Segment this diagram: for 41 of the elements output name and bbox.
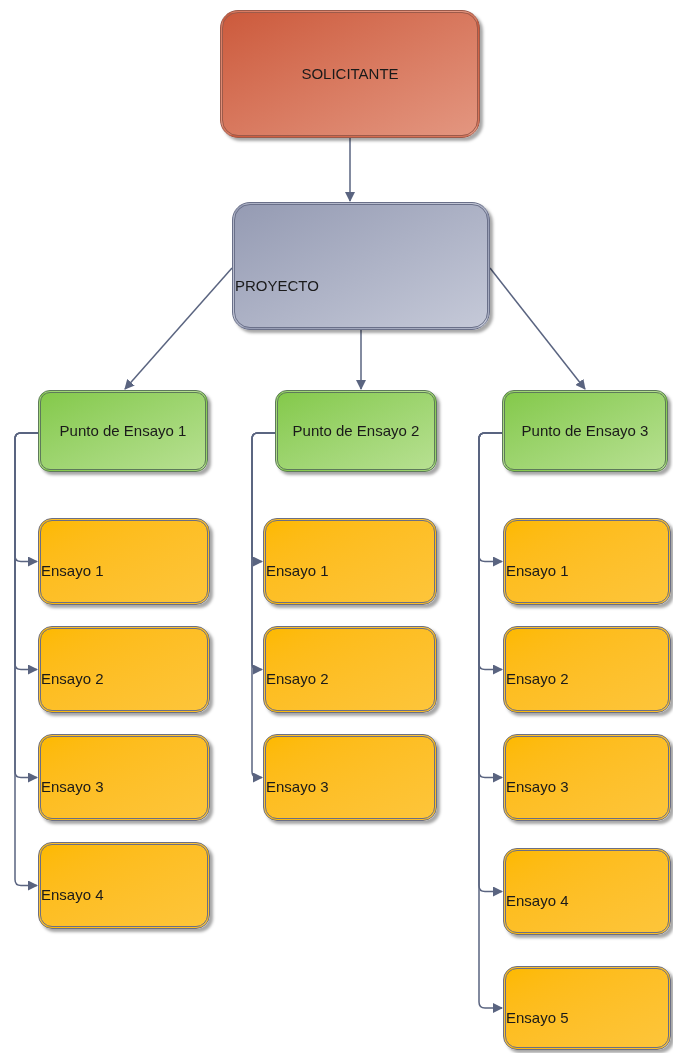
process-box [275,390,437,472]
process-box [263,518,437,605]
process-box [502,390,668,472]
process-box [38,390,208,472]
box-label: Ensayo 2 [41,670,104,689]
process-box [503,966,671,1050]
box-label: Ensayo 2 [266,670,329,689]
box-label: Ensayo 3 [266,778,329,797]
process-box [232,202,490,330]
box-label: Ensayo 4 [41,886,104,905]
box-label: Ensayo 1 [41,562,104,581]
box-label: PROYECTO [235,276,319,296]
process-box [38,626,210,713]
box-label: SOLICITANTE [301,64,399,84]
box-label: Ensayo 4 [506,892,569,911]
arrow [356,329,366,390]
arrow [478,432,503,1013]
box-label: Ensayo 5 [506,1008,569,1028]
box-label: Ensayo 3 [41,778,104,797]
arrow [251,432,276,783]
box-label: Punto de Ensayo 3 [521,421,649,441]
arrow [489,267,586,390]
process-box [503,734,671,821]
box-label: Punto de Ensayo 1 [59,421,187,441]
process-box [38,842,210,929]
process-box [263,734,437,821]
process-box [263,626,437,713]
box-label: Ensayo 1 [506,562,569,581]
arrow [124,267,233,390]
process-box [38,518,210,605]
box-label: Punto de Ensayo 2 [292,421,420,441]
box-label: Ensayo 3 [506,778,569,797]
process-box [220,10,480,138]
process-box [503,626,671,713]
arrow [345,137,355,202]
box-label: Ensayo 2 [506,670,569,689]
box-label: Ensayo 1 [266,562,329,581]
process-box [38,734,210,821]
arrow [14,432,39,891]
process-box [503,848,671,935]
process-box [503,518,671,605]
